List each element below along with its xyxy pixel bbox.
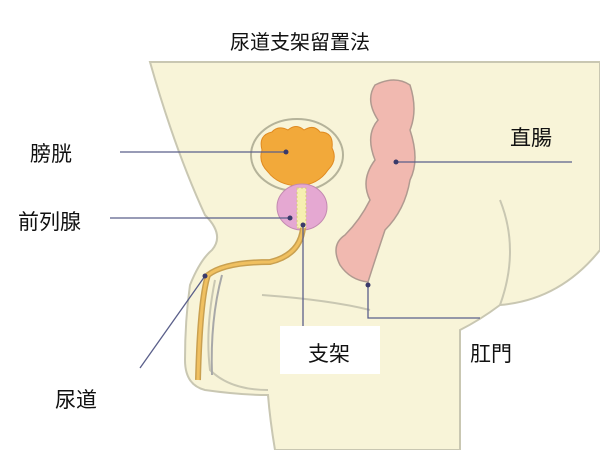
diagram-title: 尿道支架留置法 — [230, 30, 370, 54]
label-anus: 肛門 — [470, 342, 512, 366]
anus-leader — [367, 285, 480, 319]
label-urethra: 尿道 — [55, 388, 97, 412]
scrotum-outline — [207, 279, 269, 391]
label-prostate: 前列腺 — [18, 210, 81, 234]
penis-outline — [210, 274, 223, 376]
label-bladder: 膀胱 — [30, 142, 72, 166]
buttock-curve — [499, 199, 511, 306]
urethra-inner — [196, 227, 305, 381]
label-stent: 支架 — [308, 342, 350, 366]
urethra-leader — [139, 275, 206, 369]
bladder-shape — [260, 126, 335, 187]
rectum-shape — [335, 79, 416, 283]
stent-label-box — [280, 326, 380, 374]
label-rectum: 直腸 — [510, 126, 552, 150]
thigh-line — [261, 294, 371, 311]
stent-shape — [296, 187, 307, 229]
